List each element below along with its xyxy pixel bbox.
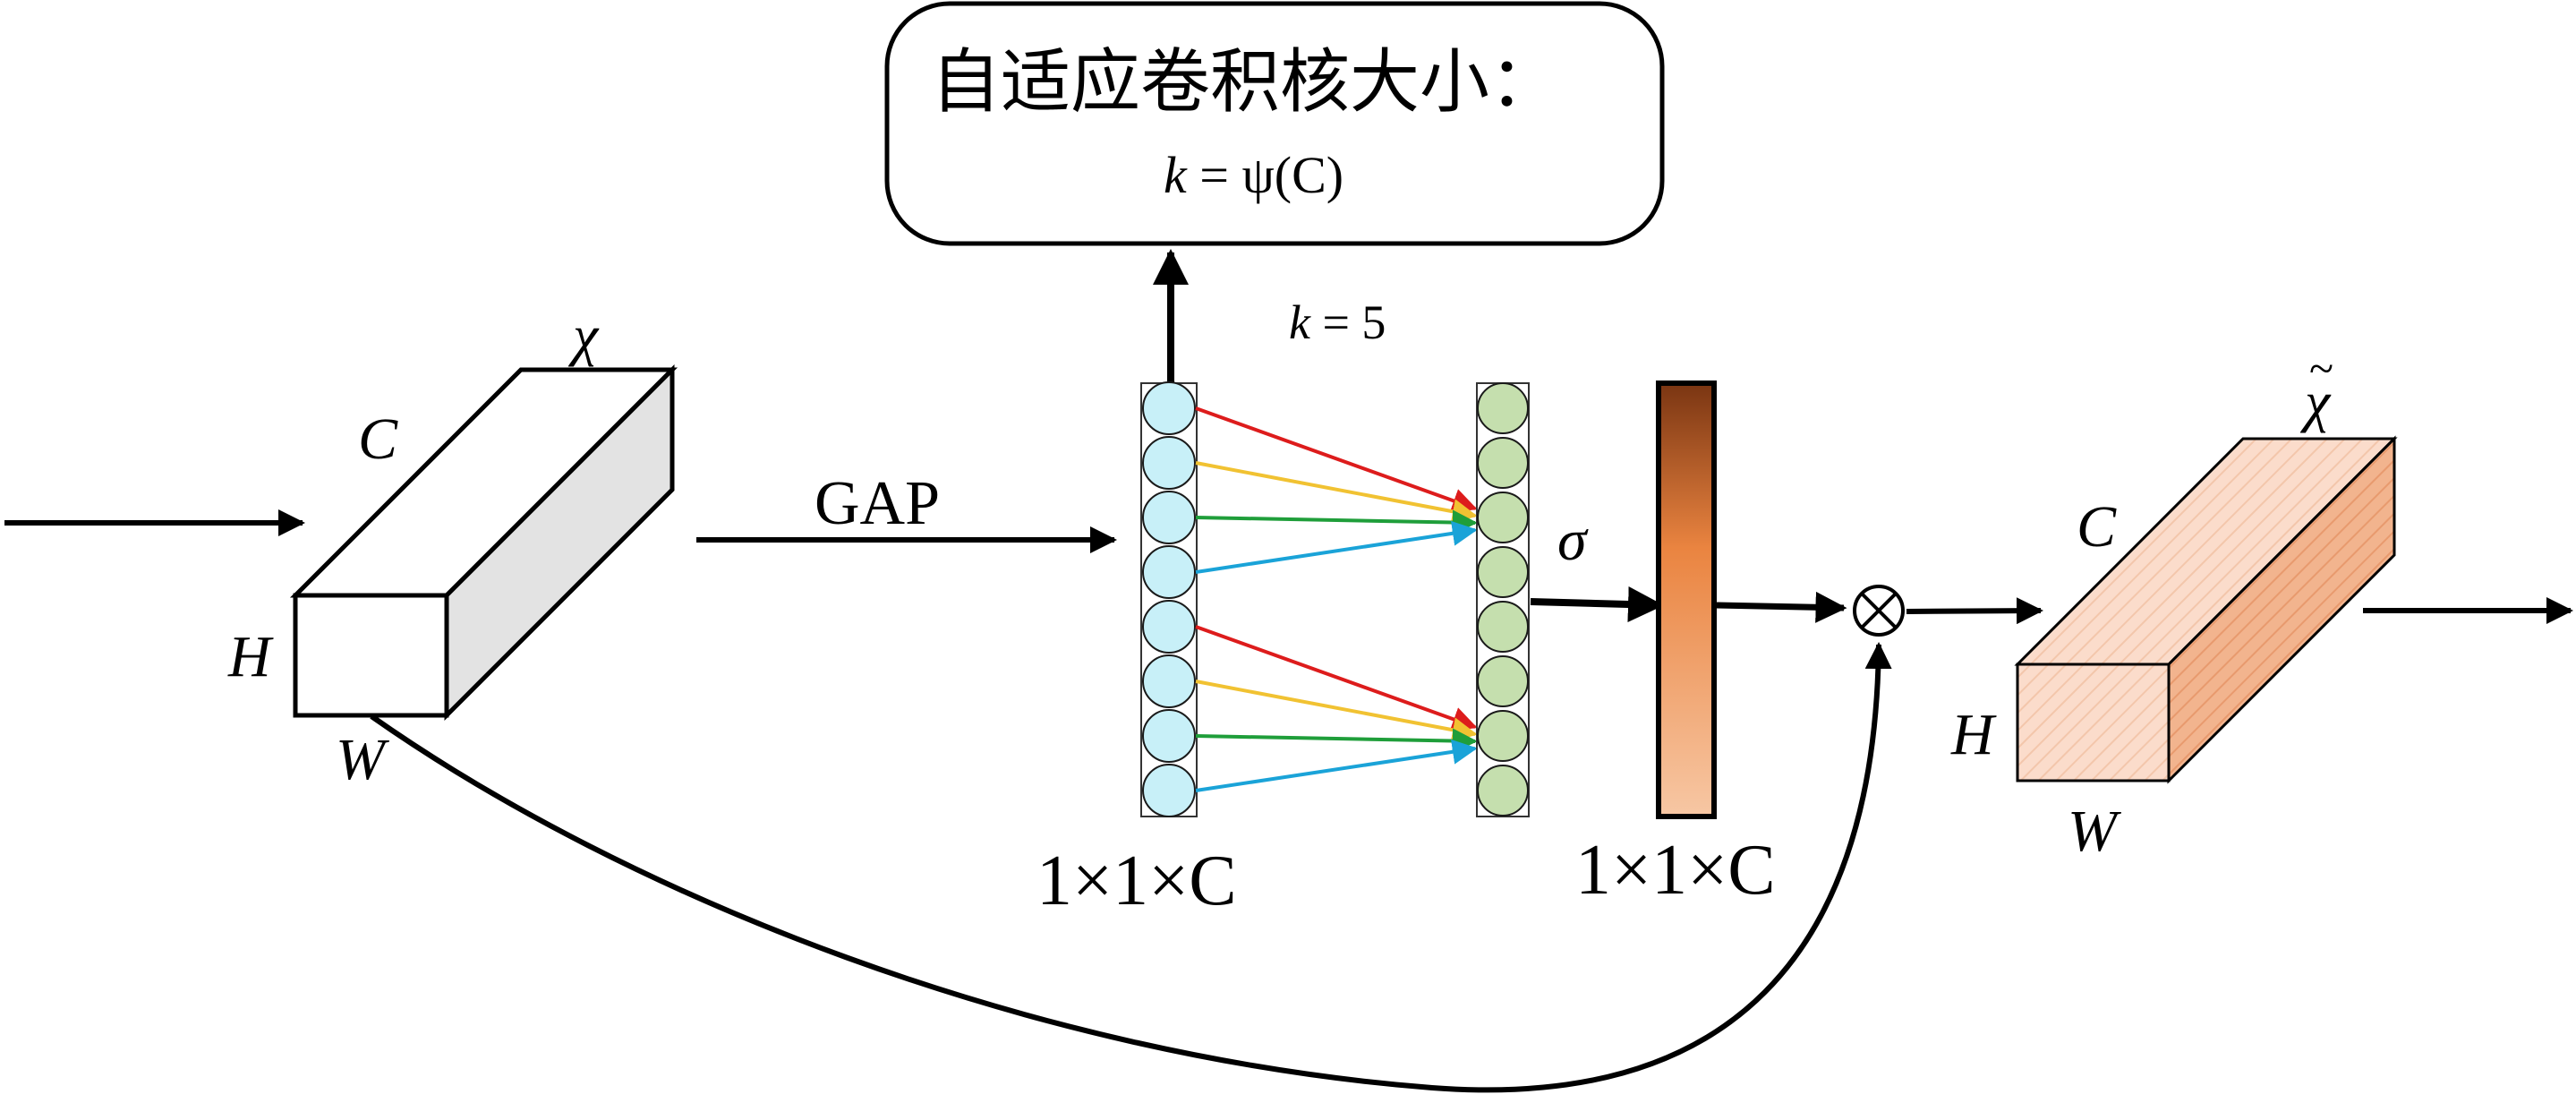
output-tensor-front-face bbox=[2016, 663, 2171, 782]
pooled-vector: 1×1×C bbox=[1036, 381, 1237, 920]
input-tensor-front-face bbox=[293, 593, 449, 718]
pooled-node bbox=[1142, 600, 1196, 654]
conv-nodes bbox=[1477, 382, 1529, 817]
conv-connection-line bbox=[1195, 680, 1478, 743]
sigma-arrow bbox=[1530, 586, 1664, 622]
input-tensor-c-label: C bbox=[358, 406, 398, 472]
multiply-symbol: ⊗ bbox=[0, 0, 1, 1]
output-tensor-tilde: ~ bbox=[2309, 343, 2333, 393]
conv-output-vector bbox=[1476, 382, 1530, 817]
pooled-nodes bbox=[1142, 381, 1196, 817]
conv-node bbox=[1477, 437, 1529, 489]
output-tensor-symbol: χ bbox=[2299, 370, 2332, 433]
weights-bar bbox=[1656, 380, 1717, 819]
conv-connection-line bbox=[1195, 461, 1478, 525]
kernel-size-label: k = 5 bbox=[1289, 295, 1386, 349]
conv-node bbox=[1477, 710, 1529, 762]
pooled-node bbox=[1142, 436, 1196, 490]
weights-to-multiply-arrow bbox=[1716, 591, 1847, 623]
formula-rest: = ψ(C) bbox=[1187, 146, 1343, 204]
gap-label: GAP bbox=[815, 469, 940, 538]
conv-node bbox=[1477, 765, 1529, 817]
pooled-node bbox=[1142, 709, 1196, 763]
adaptive-kernel-frame bbox=[884, 1, 1665, 246]
adaptive-kernel-title: 自适应卷积核大小： bbox=[931, 42, 1559, 123]
conv-connection-line bbox=[1195, 728, 1478, 754]
adaptive-kernel-box: 自适应卷积核大小： k = ψ(C) bbox=[884, 1, 1665, 246]
kernel-size-value: = 5 bbox=[1310, 295, 1386, 349]
pooled-node bbox=[1142, 545, 1196, 599]
input-tensor-h-label: H bbox=[227, 624, 274, 689]
multiply-node: ⊗ bbox=[0, 0, 1905, 637]
conv-node bbox=[1477, 655, 1529, 707]
conv-connection-line bbox=[1195, 406, 1478, 513]
weights-vector: 1×1×C bbox=[1575, 380, 1776, 910]
conv-connection-line bbox=[1195, 509, 1478, 535]
input-tensor-w-label: W bbox=[336, 727, 389, 792]
output-tensor-c-label: C bbox=[2077, 494, 2117, 560]
sigma-label: σ bbox=[1557, 508, 1589, 573]
conv-connections bbox=[1195, 406, 1478, 792]
weights-vector-shape-label: 1×1×C bbox=[1575, 831, 1776, 910]
conv-node bbox=[1477, 601, 1529, 653]
pooled-node bbox=[1142, 654, 1196, 708]
conv-connection-line bbox=[1195, 625, 1478, 731]
pooled-node bbox=[1142, 491, 1196, 544]
pooled-vector-shape-label: 1×1×C bbox=[1036, 842, 1237, 920]
adaptive-kernel-formula: k = ψ(C) bbox=[1164, 146, 1343, 204]
output-tensor-h-label: H bbox=[1950, 702, 1997, 767]
input-tensor: χ C H W bbox=[227, 304, 678, 792]
output-tensor-w-label: W bbox=[2068, 799, 2121, 864]
conv-connection-line bbox=[1195, 739, 1478, 792]
pooled-node bbox=[1142, 381, 1196, 435]
conv-node bbox=[1477, 546, 1529, 598]
conv-node bbox=[1477, 492, 1529, 543]
output-tensor: χ ~ C H W bbox=[1950, 343, 2398, 864]
conv-connection-line bbox=[1195, 520, 1478, 574]
formula-k: k bbox=[1164, 146, 1188, 204]
skip-connection-curve bbox=[370, 642, 1892, 1093]
input-tensor-symbol: χ bbox=[567, 304, 600, 367]
conv-node bbox=[1477, 382, 1529, 434]
pooled-node bbox=[1142, 764, 1196, 817]
kernel-size-var: k bbox=[1289, 295, 1311, 349]
